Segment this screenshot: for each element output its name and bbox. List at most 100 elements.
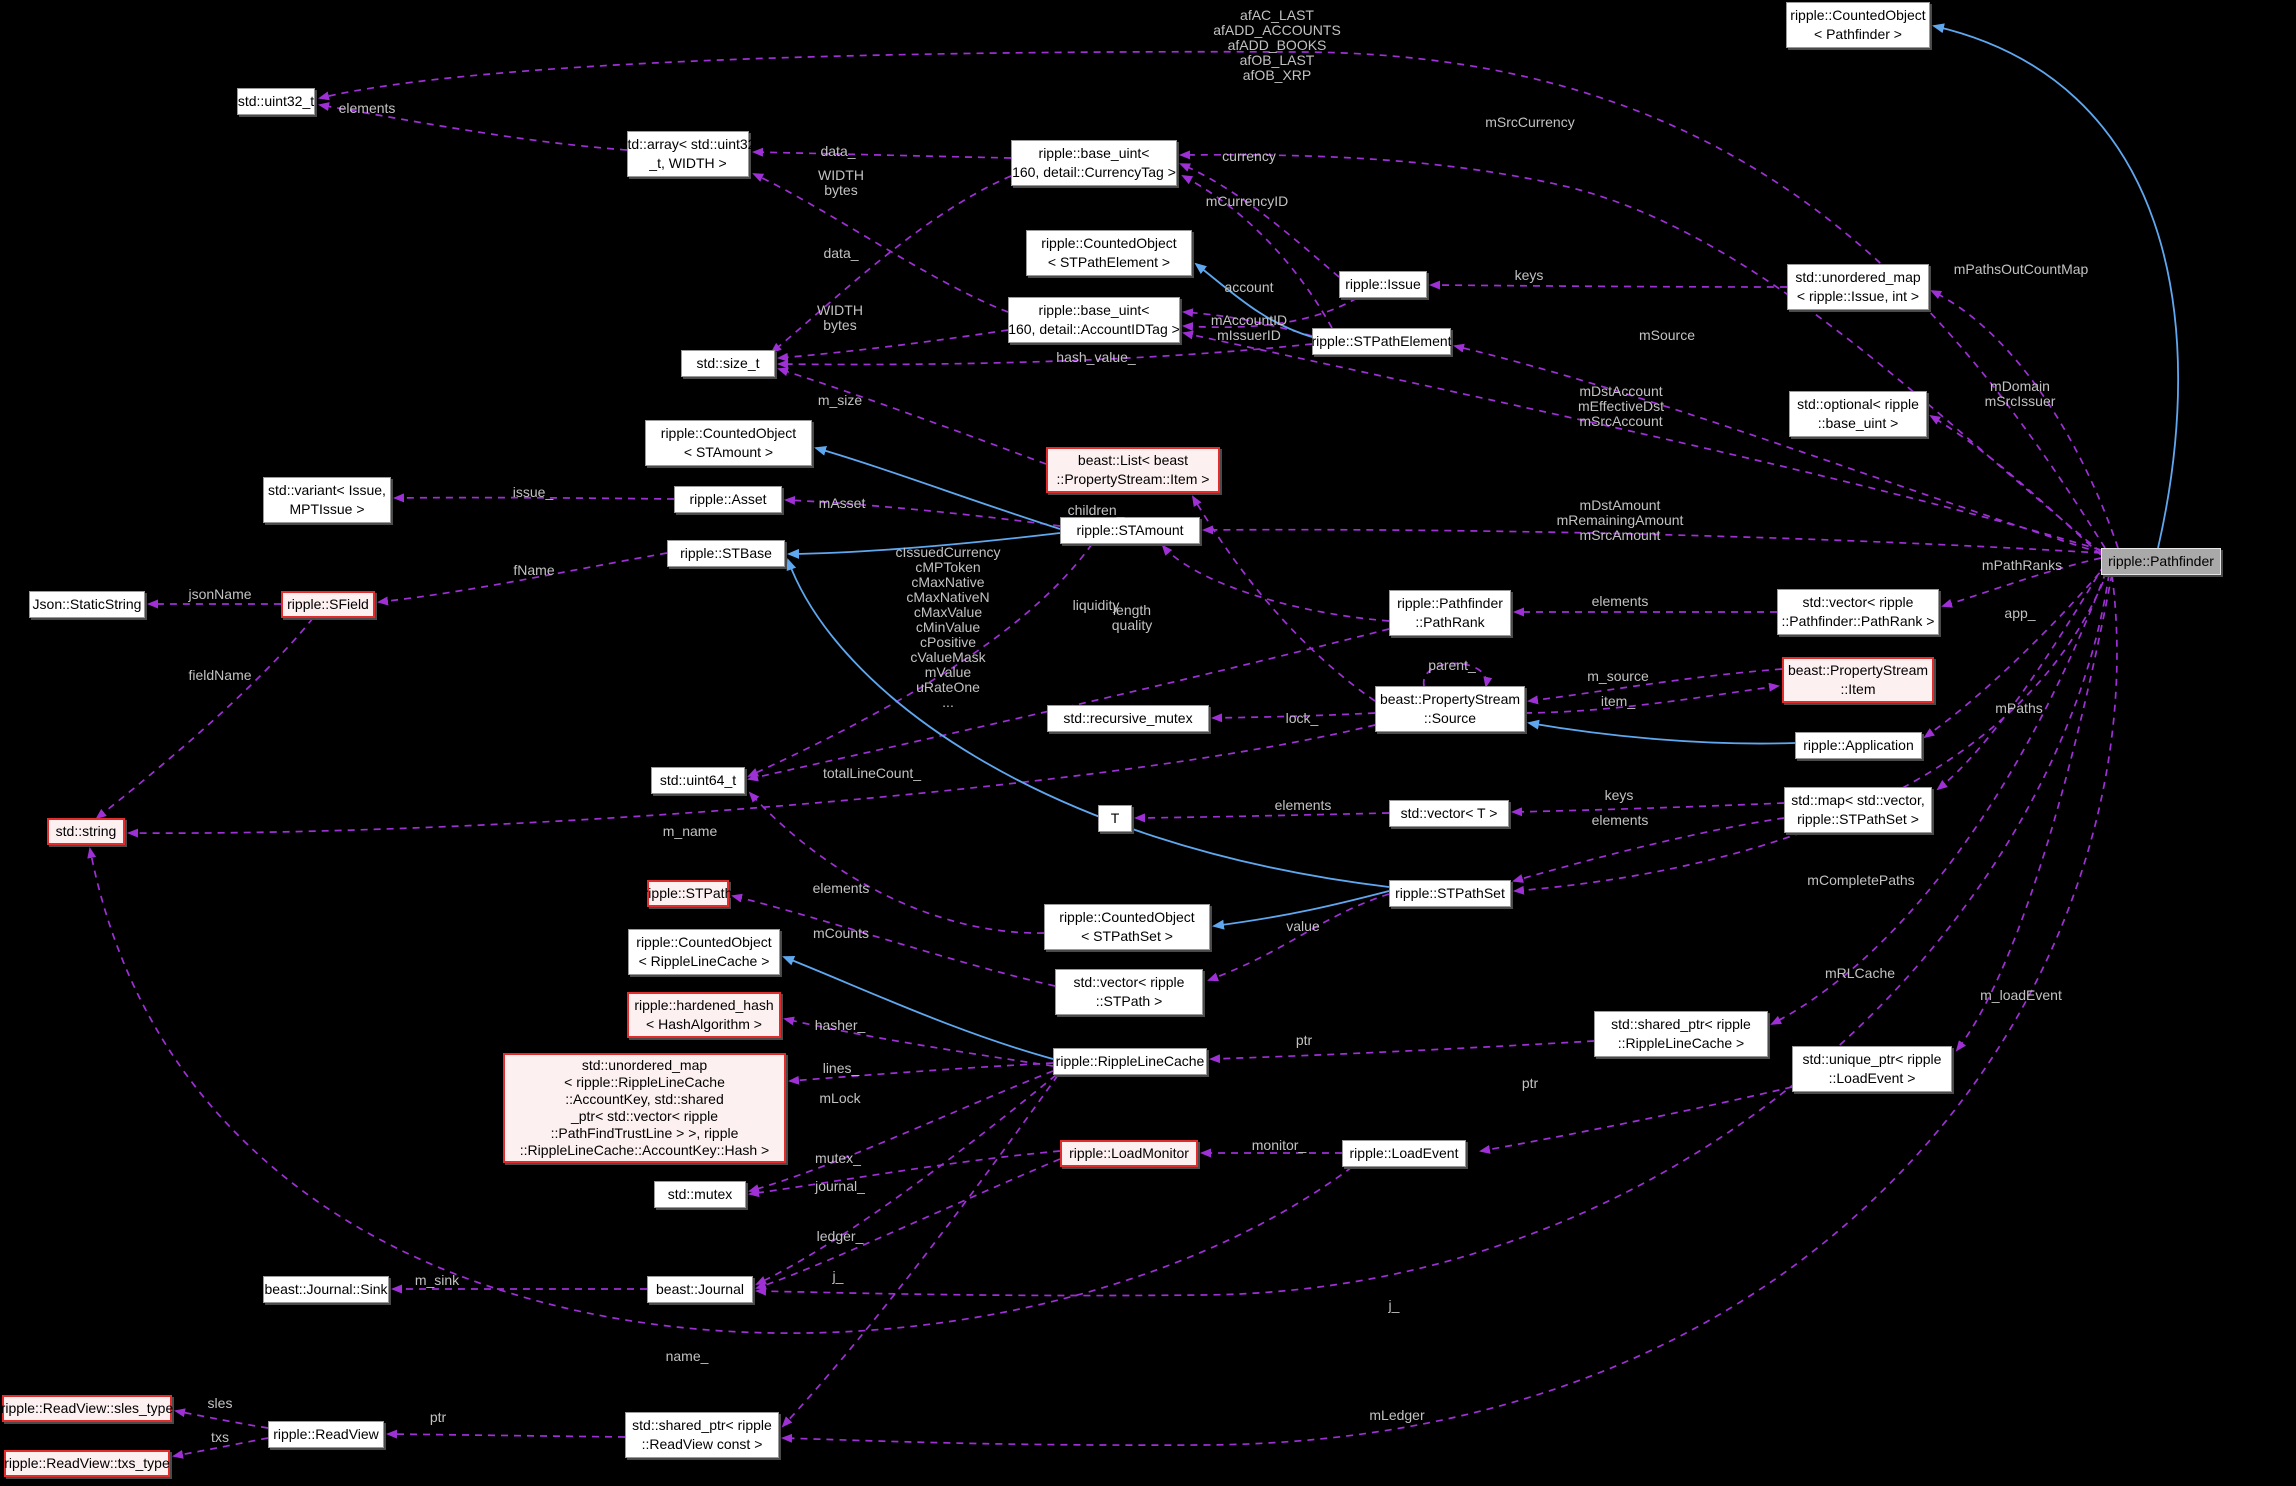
node-co-stamount[interactable]: ripple::CountedObject< STAmount > — [645, 420, 812, 466]
node-stpathset[interactable]: ripple::STPathSet — [1389, 880, 1511, 907]
node-stbase[interactable]: ripple::STBase — [667, 540, 785, 567]
node-loadmonitor[interactable]: ripple::LoadMonitor — [1060, 1140, 1198, 1167]
node-loadevent[interactable]: ripple::LoadEvent — [1342, 1140, 1466, 1167]
node-label: ripple::STPathElement — [1311, 333, 1452, 349]
node-co-pathfinder[interactable]: ripple::CountedObject< Pathfinder > — [1786, 2, 1930, 48]
node-co-stpathelement[interactable]: ripple::CountedObject< STPathElement > — [1026, 230, 1192, 276]
node-ps-item[interactable]: beast::PropertyStream::Item — [1782, 657, 1934, 703]
edge-label-mpathranks: mPathRanks — [1981, 557, 2063, 573]
node-label: ripple::Pathfinder — [1397, 595, 1503, 611]
edge-usage-47 — [781, 1074, 1059, 1428]
node-ps-source[interactable]: beast::PropertyStream::Source — [1375, 686, 1525, 732]
node-issue[interactable]: ripple::Issue — [1339, 271, 1427, 298]
node-sfield[interactable]: ripple::SField — [281, 591, 375, 618]
edge-label-lines_: lines_ — [822, 1060, 860, 1076]
node-label: std::map< std::vector, — [1791, 792, 1925, 808]
node-stamount[interactable]: ripple::STAmount — [1060, 517, 1200, 544]
node-stpath[interactable]: ripple::STPath — [644, 880, 732, 907]
edge-label-mpathsoutcountmap: mPathsOutCountMap — [1953, 261, 2089, 277]
node-label: _ptr< std::vector< ripple — [570, 1108, 719, 1124]
node-optional[interactable]: std::optional< ripple::base_uint > — [1789, 391, 1927, 437]
node-sles-type[interactable]: ripple::ReadView::sles_type — [1, 1395, 173, 1422]
node-label: ripple::SField — [287, 596, 369, 612]
node-co-stpathset[interactable]: ripple::CountedObject< STPathSet > — [1044, 904, 1210, 950]
node-vec-t[interactable]: std::vector< T > — [1389, 800, 1509, 827]
node-std-mutex[interactable]: std::mutex — [654, 1181, 746, 1208]
edge-inheritance-63 — [814, 445, 1061, 530]
node-readview[interactable]: ripple::ReadView — [268, 1421, 384, 1448]
node-sp-readview[interactable]: std::shared_ptr< ripple::ReadView const … — [625, 1412, 779, 1458]
edge-usage-37 — [1512, 817, 1785, 883]
edge-label-issue_: issue_ — [512, 484, 554, 500]
node-label: std::variant< Issue, — [268, 482, 386, 498]
node-label: std::array< std::uint32 — [620, 136, 756, 152]
node-sp-rlc[interactable]: std::shared_ptr< ripple::RippleLineCache… — [1594, 1011, 1768, 1057]
edge-label-monitor_: monitor_ — [1251, 1137, 1307, 1153]
node-label: ::RippleLineCache::AccountKey::Hash > — [519, 1142, 770, 1158]
edge-usage-42 — [788, 1062, 1054, 1085]
node-label: std::mutex — [667, 1186, 733, 1202]
node-label: beast::PropertyStream — [1787, 662, 1929, 678]
edge-usage-19 — [393, 493, 675, 503]
node-umap-lines[interactable]: std::unordered_map< ripple::RippleLineCa… — [503, 1053, 786, 1163]
node-beast-list[interactable]: beast::List< beast::PropertyStream::Item… — [1046, 447, 1220, 493]
node-label: ripple::CountedObject — [1790, 7, 1926, 23]
node-label: ripple::CountedObject — [1059, 909, 1195, 925]
node-uint64[interactable]: std::uint64_t — [651, 767, 745, 794]
edge-label-data_: data_ — [823, 245, 859, 261]
node-label: std::vector< T > — [1400, 805, 1498, 821]
node-json-staticstring[interactable]: Json::StaticString — [29, 591, 145, 618]
edge-usage-28 — [747, 628, 1390, 782]
node-label: ripple::STPath — [643, 885, 733, 901]
node-label: ::STPath > — [1095, 993, 1163, 1009]
edge-label-mlock: mLock — [819, 1090, 861, 1106]
node-umap-issue[interactable]: std::unordered_map< ripple::Issue, int > — [1787, 264, 1929, 310]
node-hardened-hash[interactable]: ripple::hardened_hash< HashAlgorithm > — [627, 992, 781, 1038]
node-recursive-mutex[interactable]: std::recursive_mutex — [1047, 705, 1209, 732]
node-application[interactable]: ripple::Application — [1795, 732, 1922, 759]
edge-usage-54 — [1209, 1040, 1595, 1064]
edge-usage-14 — [1182, 330, 2102, 551]
node-size-t[interactable]: std::size_t — [681, 350, 775, 377]
edge-label-value: value — [1286, 918, 1320, 934]
node-stpathelement[interactable]: ripple::STPathElement — [1311, 328, 1452, 355]
node-label: ::AccountKey, std::shared — [565, 1091, 724, 1107]
edge-inheritance-66 — [1527, 719, 1796, 745]
node-journal-sink[interactable]: beast::Journal::Sink — [263, 1276, 389, 1303]
node-txs-type[interactable]: ripple::ReadView::txs_type — [4, 1450, 170, 1477]
node-vec-pathrank[interactable]: std::vector< ripple::Pathfinder::PathRan… — [1777, 589, 1939, 635]
edge-usage-8 — [1181, 175, 1333, 329]
edge-usage-16 — [777, 367, 1047, 465]
node-label: std::optional< ripple — [1797, 396, 1919, 412]
node-pathrank[interactable]: ripple::Pathfinder::PathRank — [1389, 590, 1511, 636]
edge-usage-49 — [174, 1408, 269, 1429]
node-beast-journal[interactable]: beast::Journal — [647, 1276, 753, 1303]
node-bu-currency[interactable]: ripple::base_uint<160, detail::CurrencyT… — [1011, 140, 1177, 186]
node-bu-accountid[interactable]: ripple::base_uint<160, detail::AccountID… — [1008, 297, 1180, 343]
node-label: beast::Journal::Sink — [264, 1281, 388, 1297]
edge-label-m_sink: m_sink — [414, 1272, 460, 1288]
edge-usage-50 — [172, 1437, 269, 1459]
node-vec-stpath[interactable]: std::vector< ripple::STPath > — [1055, 969, 1203, 1015]
edge-label-elements: elements — [1274, 797, 1332, 813]
edge-label-journal_: journal_ — [815, 1178, 865, 1194]
node-variant[interactable]: std::variant< Issue,MPTIssue > — [263, 477, 391, 523]
node-rlc[interactable]: ripple::RippleLineCache — [1053, 1048, 1207, 1075]
node-uint32[interactable]: std::uint32_t — [237, 88, 315, 115]
node-label: < STPathSet > — [1081, 928, 1173, 944]
node-map-vec-stpathset[interactable]: std::map< std::vector,ripple::STPathSet … — [1784, 787, 1932, 833]
node-t-box[interactable]: T — [1098, 805, 1132, 832]
node-co-rlc[interactable]: ripple::CountedObject< RippleLineCache > — [628, 929, 780, 975]
edge-usage-51 — [386, 1429, 626, 1439]
node-pathfinder[interactable]: ripple::Pathfinder — [2101, 548, 2221, 575]
node-label: < ripple::RippleLineCache — [564, 1074, 725, 1090]
node-label: < RippleLineCache > — [638, 953, 770, 969]
node-arr-uint32[interactable]: std::array< std::uint32_t, WIDTH > — [620, 131, 756, 177]
node-std-string[interactable]: std::string — [47, 818, 125, 845]
node-up-loadevent[interactable]: std::unique_ptr< ripple::LoadEvent > — [1792, 1046, 1952, 1092]
node-asset[interactable]: ripple::Asset — [674, 486, 782, 513]
